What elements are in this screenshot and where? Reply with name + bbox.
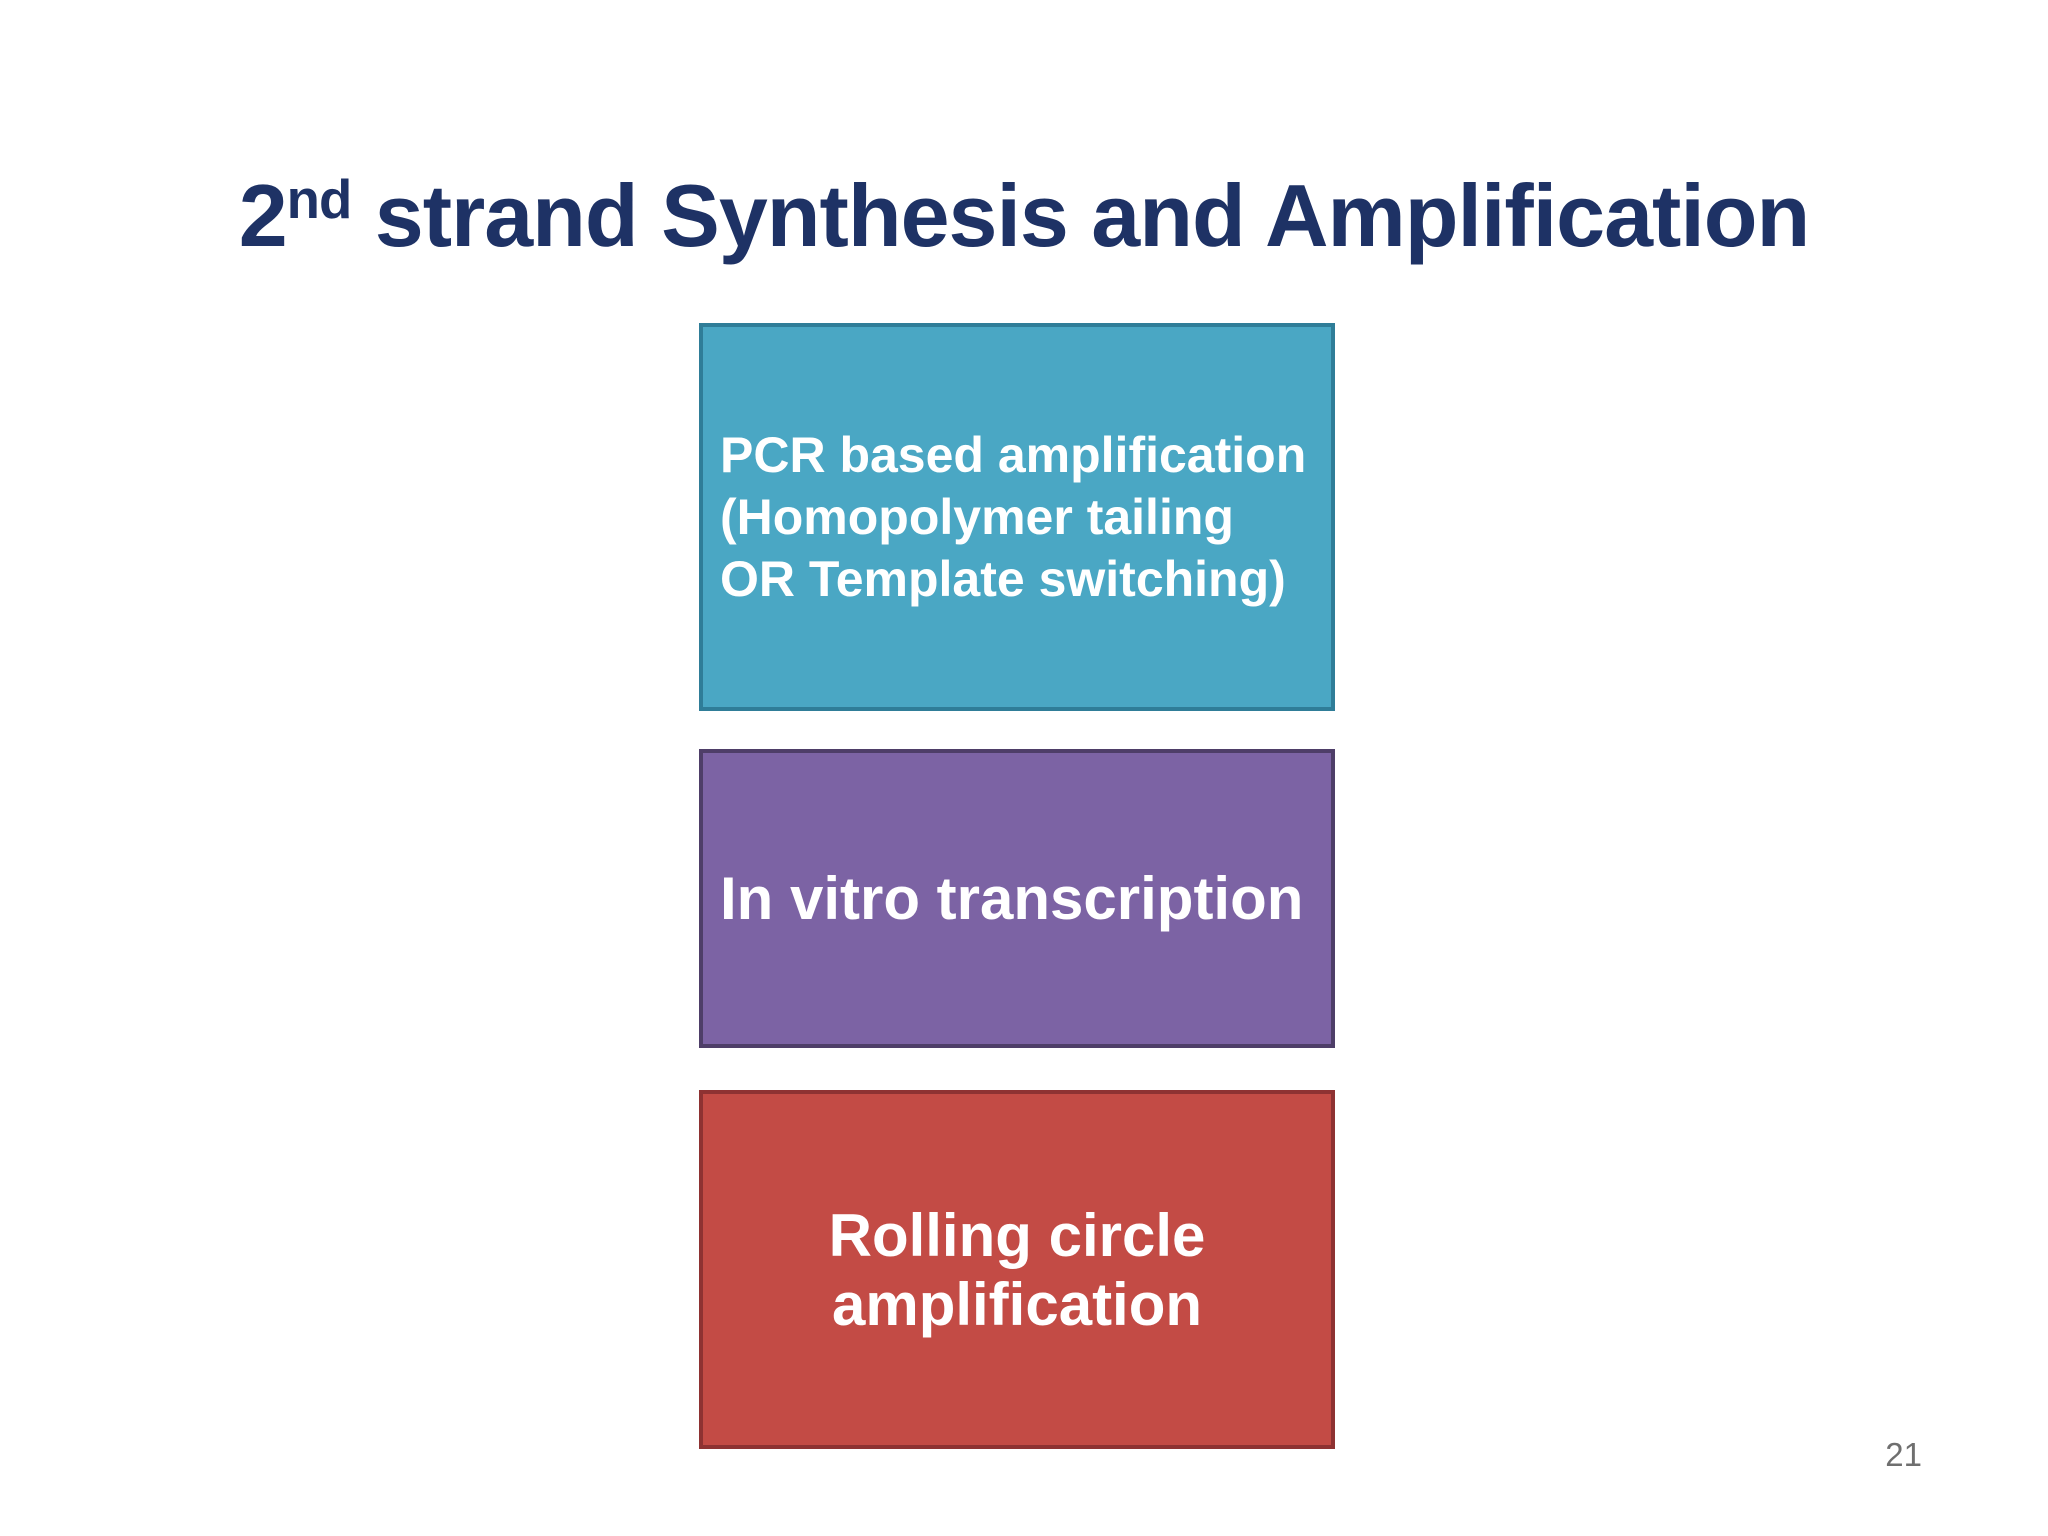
title-rest: strand Synthesis and Amplification bbox=[351, 165, 1811, 265]
box-rca-line-2: amplification bbox=[831, 1270, 1203, 1338]
box-pcr-line-1: PCR based amplification bbox=[720, 427, 1307, 483]
box-rolling-circle-amplification: Rolling circle amplification bbox=[699, 1090, 1335, 1449]
box-ivt-line-1: In vitro transcription bbox=[720, 865, 1304, 932]
box-rca-line-1: Rolling circle bbox=[828, 1201, 1206, 1269]
page-number: 21 bbox=[1885, 1436, 1922, 1473]
box-in-vitro-transcription: In vitro transcription bbox=[699, 749, 1335, 1048]
title-base: 2 bbox=[238, 165, 288, 265]
box-pcr-line-3: OR Template switching) bbox=[720, 551, 1286, 607]
box-pcr-line-2: (Homopolymer tailing bbox=[720, 489, 1234, 545]
slide-title: 2nd strand Synthesis and Amplification bbox=[0, 165, 2048, 266]
box-pcr-based-amplification: PCR based amplification (Homopolymer tai… bbox=[699, 323, 1335, 711]
title-superscript: nd bbox=[286, 168, 353, 230]
